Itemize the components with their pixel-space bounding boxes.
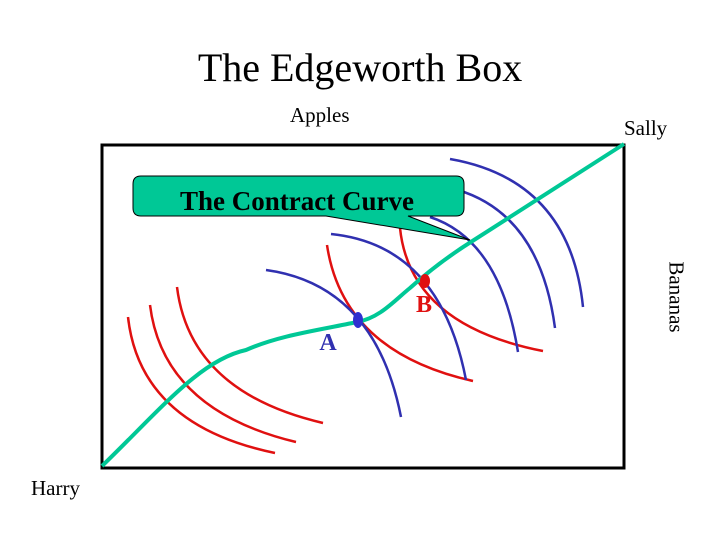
sally-indifference-curve (449, 157, 585, 308)
edgeworth-box-frame (100, 143, 626, 470)
sally-indifference-curve (330, 232, 468, 381)
sally-indifference-curves (265, 157, 585, 418)
harry-indifference-curve (175, 286, 324, 425)
sally-origin-label: Sally (624, 116, 668, 140)
harry-origin-label: Harry (31, 476, 80, 500)
point-b-label: B (416, 292, 432, 318)
harry-indifference-curve (148, 304, 297, 444)
sally-indifference-curve (429, 215, 520, 353)
harry-indifference-curves (126, 227, 544, 455)
sally-indifference-curve (457, 188, 557, 329)
sally-indifference-curve (265, 268, 403, 418)
point-a-label: A (319, 330, 337, 356)
callout-text: The Contract Curve (180, 186, 414, 216)
callout-bubble (132, 175, 471, 241)
slide-title: The Edgeworth Box (197, 45, 523, 90)
harry-indifference-curve (398, 227, 544, 353)
contract-curve-callout: The Contract Curve (132, 175, 471, 241)
point-a-marker (353, 312, 363, 328)
harry-indifference-curve (325, 244, 474, 383)
apples-axis-label: Apples (290, 103, 350, 127)
point-b-marker (420, 274, 430, 288)
harry-indifference-curve (126, 316, 276, 455)
